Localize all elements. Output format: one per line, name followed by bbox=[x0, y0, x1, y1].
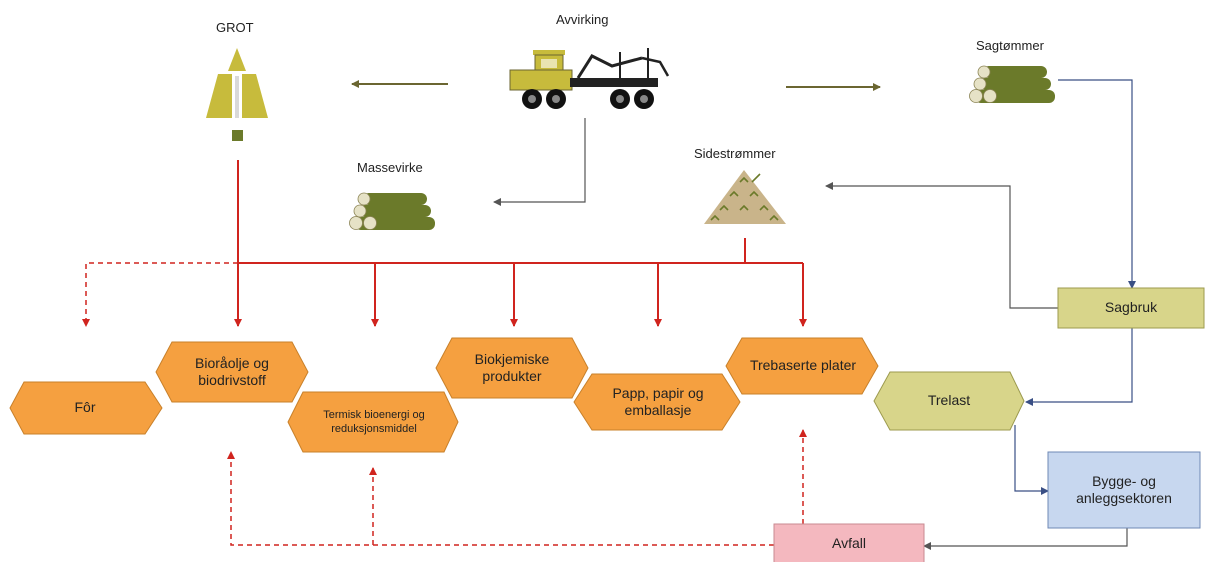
label-avvirking: Avvirking bbox=[556, 12, 609, 27]
hex-biokjemiske bbox=[435, 337, 589, 399]
product-for: Fôr bbox=[74, 399, 96, 416]
hex-termisk bbox=[287, 391, 459, 453]
arrow-sagbruk-to-trelast bbox=[1025, 328, 1133, 406]
box-sagbruk-label: Sagbruk bbox=[1104, 299, 1158, 316]
hex-trelast bbox=[873, 371, 1025, 431]
arrow-sagtommer-to-sagbruk bbox=[1058, 79, 1136, 289]
product-trebaserte: Trebaserte plater bbox=[749, 357, 857, 374]
forwarder-icon bbox=[509, 48, 670, 109]
box-avfall-label: Avfall bbox=[832, 535, 866, 552]
arrow-bygge-to-avfall bbox=[923, 528, 1128, 550]
log-pile-icon bbox=[349, 192, 435, 230]
red-dashed-to-for bbox=[82, 262, 238, 327]
label-massevirke: Massevirke bbox=[357, 160, 423, 175]
product-papp: Papp, papir og emballasje bbox=[612, 384, 704, 419]
product-biokjemiske: Biokjemiske produkter bbox=[474, 350, 550, 385]
hex-trebaserte bbox=[725, 337, 879, 395]
hex-papp bbox=[573, 373, 741, 431]
grot-icon bbox=[206, 48, 268, 141]
sawdust-pile-icon bbox=[704, 170, 786, 224]
label-sidestrommer: Sidestrømmer bbox=[694, 146, 776, 161]
log-pile-icon bbox=[969, 65, 1055, 103]
product-termisk: Termisk bioenergi og reduksjonsmiddel bbox=[323, 409, 425, 435]
red-dashed-avfall-bus bbox=[227, 451, 774, 546]
product-trelast: Trelast bbox=[927, 392, 971, 409]
arrow-trelast-to-bygge bbox=[1014, 425, 1049, 495]
box-avfall bbox=[773, 523, 925, 562]
arrow-sagbruk-to-sidestrommer bbox=[825, 182, 1058, 309]
hex-bioraolje bbox=[155, 341, 309, 403]
box-bygge bbox=[1047, 451, 1201, 529]
product-bioraolje: Bioråolje og biodrivstoff bbox=[195, 354, 269, 389]
label-sagtommer: Sagtømmer bbox=[976, 38, 1044, 53]
label-grot: GROT bbox=[216, 20, 254, 35]
box-bygge-label: Bygge- og anleggsektoren bbox=[1076, 472, 1172, 507]
box-sagbruk bbox=[1057, 287, 1205, 329]
hex-for bbox=[9, 381, 163, 435]
arrow-avvirking-to-massevirke bbox=[493, 118, 586, 206]
